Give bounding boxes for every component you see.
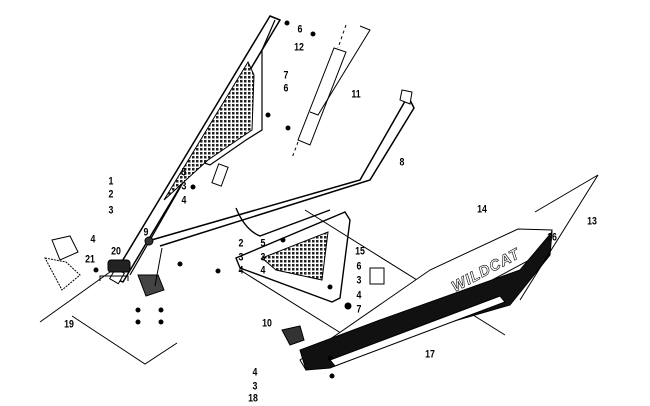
door-frame-upper — [108, 15, 282, 285]
rocker-panel-13: WILDCAT — [281, 228, 553, 371]
callout-14: 14 — [477, 203, 487, 216]
callout-13: 13 — [587, 215, 597, 228]
callout-3: 3 — [356, 274, 362, 287]
callout-16: 16 — [547, 231, 557, 244]
callout-4: 4 — [238, 264, 244, 277]
callout-21: 21 — [85, 253, 95, 266]
callout-5: 5 — [260, 237, 266, 250]
callout-6: 6 — [283, 82, 289, 95]
callout-11: 11 — [351, 88, 361, 101]
callout-7: 7 — [356, 303, 362, 316]
callout-4: 4 — [260, 264, 266, 277]
callout-12: 12 — [294, 41, 304, 54]
callout-3: 3 — [181, 180, 187, 193]
callout-18: 18 — [248, 392, 258, 405]
callout-10: 10 — [262, 317, 272, 330]
callout-20: 20 — [111, 245, 121, 258]
callout-6: 6 — [297, 23, 303, 36]
callout-8: 8 — [399, 156, 405, 169]
callout-6: 6 — [356, 260, 362, 273]
callout-9: 9 — [143, 226, 149, 239]
callout-19: 19 — [64, 318, 74, 331]
callout-2: 2 — [238, 237, 244, 250]
callout-17: 17 — [425, 348, 435, 361]
callout-2: 2 — [108, 188, 114, 201]
callout-4: 4 — [356, 289, 362, 302]
door-panel-11 — [291, 24, 371, 159]
callout-3: 3 — [108, 204, 114, 217]
callout-4: 4 — [252, 366, 258, 379]
callout-4: 4 — [181, 194, 187, 207]
callout-15: 15 — [355, 245, 365, 258]
callout-3: 3 — [260, 251, 266, 264]
callout-5: 5 — [181, 166, 187, 179]
callout-3: 3 — [252, 380, 258, 393]
callout-1: 1 — [108, 175, 114, 188]
callout-7: 7 — [283, 69, 289, 82]
bracket-assembly — [44, 235, 183, 325]
tube-frame-8 — [144, 89, 415, 247]
callout-3: 3 — [238, 251, 244, 264]
callout-4: 4 — [90, 233, 96, 246]
